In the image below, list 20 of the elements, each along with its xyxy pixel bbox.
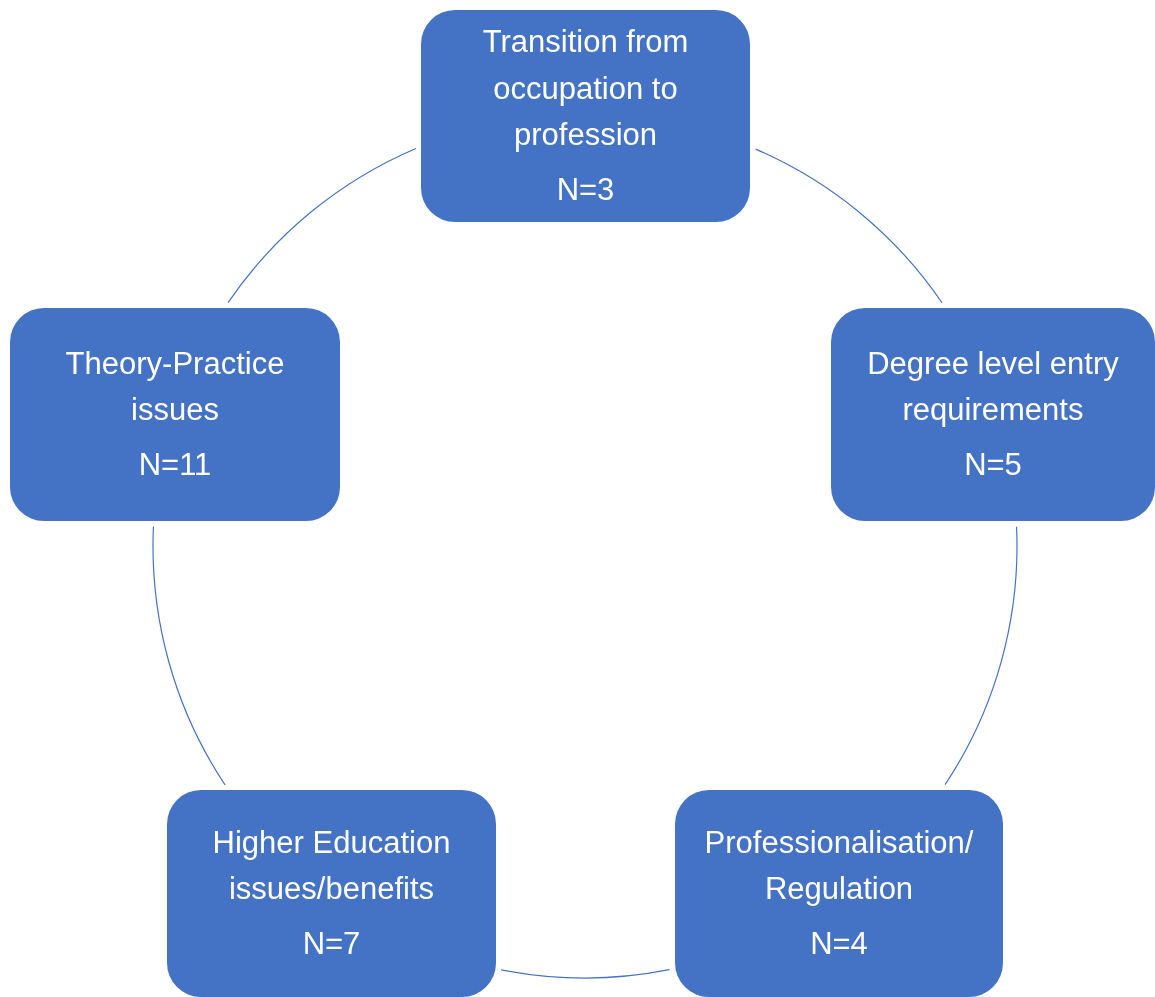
count-label: N=11	[138, 445, 212, 484]
topic-title: Transition from occupation to profession	[481, 23, 690, 154]
count-label: N=3	[556, 170, 615, 209]
topic-box	[10, 308, 340, 521]
topic-title: Professionalisation/ Regulation	[703, 823, 975, 909]
connector-arc	[227, 147, 417, 304]
topic-title: Higher Education issues/benefits	[211, 823, 452, 909]
topic-box	[421, 10, 750, 222]
topic-box	[675, 790, 1003, 997]
connector-arc	[755, 148, 943, 304]
count-label: N=4	[810, 924, 868, 963]
count-label: N=7	[302, 924, 361, 963]
count-label: N=5	[964, 445, 1022, 484]
topic-box	[831, 308, 1155, 521]
connector-arc	[152, 525, 226, 786]
connector-arc	[944, 526, 1018, 786]
topic-title: Theory-Practice issues	[64, 344, 286, 430]
topic-box	[167, 790, 496, 997]
topic-title: Degree level entry requirements	[866, 344, 1120, 430]
connector-arc	[500, 969, 670, 979]
